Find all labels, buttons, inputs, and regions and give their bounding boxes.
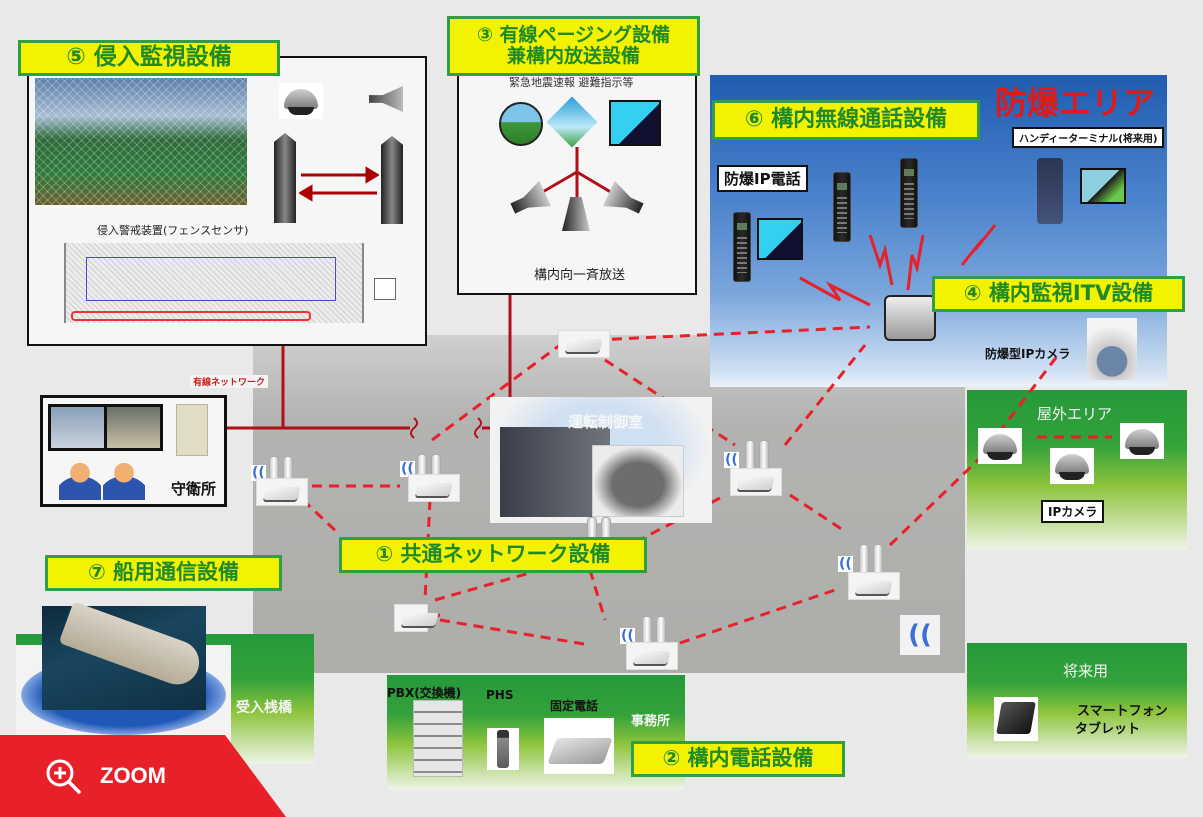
network-node-6 [394, 604, 428, 632]
radio-bolt [960, 224, 997, 266]
network-node-3 [558, 330, 610, 358]
section-label-paging: ③ 有線ページング設備 兼構内放送設備 [447, 16, 700, 76]
fixed-phone-label: 固定電話 [550, 699, 599, 713]
paging-panel: 緊急地震速報 避難指示等 構内向一斉放送 [457, 70, 697, 295]
wireless-signal-icon: (( [900, 615, 940, 655]
wired-network-label: 有線ネットワーク [190, 375, 269, 388]
phone-user-icon [757, 218, 803, 260]
wireless-wave-icon: (( [400, 461, 415, 477]
network-node-5 [848, 572, 900, 600]
outdoor-area-title: 屋外エリア [1037, 405, 1113, 423]
outdoor-camera-icon [1120, 423, 1164, 459]
pbx-label: PBX(交換機) [387, 686, 462, 700]
paging-top-caption: 緊急地震速報 避難指示等 [509, 76, 634, 89]
guard-house-panel: 守衛所 [40, 395, 227, 507]
guard-icon [59, 458, 101, 500]
link [431, 343, 561, 442]
outdoor-camera-icon [1050, 448, 1094, 484]
control-room-photo: 運転制御室 [490, 397, 712, 523]
link [439, 618, 591, 647]
explosion-ip-phone-icon [833, 172, 851, 242]
tanker-ship-photo [42, 601, 206, 710]
network-node-7 [626, 642, 678, 670]
beam-sensor-post-left [274, 133, 296, 223]
intrusion-camera-icon [279, 83, 323, 119]
wireless-wave-icon: (( [620, 628, 635, 644]
fence-sensor-diagram [64, 243, 364, 323]
explosion-ip-camera-icon [1087, 318, 1137, 380]
earthquake-icon [499, 102, 543, 146]
explosion-ip-phone-icon [733, 212, 751, 282]
radio-bolt [868, 234, 894, 286]
link [789, 493, 844, 532]
handy-terminal-icon [1037, 158, 1063, 224]
radio-bolt [799, 276, 871, 307]
tsunami-icon [546, 96, 598, 148]
section-label-common-network: ① 共通ネットワーク設備 [339, 537, 647, 573]
office-label: 事務所 [631, 714, 671, 729]
paging-bottom-caption: 構内向一斉放送 [534, 268, 626, 283]
explosion-area-title: 防爆エリア [995, 84, 1156, 122]
network-node-4 [730, 468, 782, 496]
network-node-1 [256, 478, 308, 506]
control-room-interior-photo [592, 445, 684, 517]
section-label-itv: ④ 構内監視ITV設備 [932, 276, 1185, 312]
break-mark-1 [410, 417, 418, 439]
section-label-wireless-call: ⑥ 構内無線通話設備 [712, 100, 980, 140]
link [594, 325, 871, 342]
network-node-2 [408, 474, 460, 502]
section-label-paging-line2: 兼構内放送設備 [506, 45, 640, 67]
outdoor-camera-icon [978, 428, 1022, 464]
beam-sensor-post-right [381, 136, 403, 224]
fence-sensor-caption: 侵入警戒装置(フェンスセンサ) [97, 224, 249, 237]
fixed-phone-icon [544, 718, 614, 774]
intrusion-panel: 侵入警戒装置(フェンスセンサ) [27, 56, 427, 346]
zoom-in-icon [46, 759, 81, 794]
beam-arrows [299, 166, 379, 202]
wireless-wave-icon: (( [251, 465, 266, 481]
evacuation-icon [609, 100, 661, 146]
phs-label: PHS [486, 688, 514, 702]
future-devices-line1: スマートフォン [1077, 704, 1168, 719]
link [888, 458, 980, 547]
pier-label: 受入桟橋 [236, 700, 292, 716]
handy-terminal-tag: ハンディーターミナル(将来用) [1012, 127, 1165, 148]
control-room-label: 運転制御室 [568, 413, 644, 431]
zoom-button-label: ZOOM [100, 763, 166, 788]
control-box-icon [374, 278, 396, 300]
phs-icon [487, 728, 519, 770]
break-mark-2 [474, 417, 482, 439]
radio-bolt [906, 234, 925, 291]
link [301, 498, 342, 537]
section-label-ship: ⑦ 船用通信設備 [45, 555, 282, 591]
explosion-ip-phone-tag: 防爆IP電話 [717, 165, 808, 192]
link [588, 569, 607, 621]
section-label-internal-phone: ② 構内電話設備 [631, 741, 845, 777]
fence-photo [35, 78, 247, 205]
link [783, 344, 867, 446]
tablet-icon [994, 697, 1038, 741]
pbx-icon [413, 700, 463, 777]
guard-icon [103, 458, 145, 500]
link [434, 568, 541, 602]
ip-camera-tag: IPカメラ [1041, 500, 1105, 523]
monitor-screens-icon [48, 404, 163, 451]
section-label-paging-line1: ③ 有線ページング設備 [476, 24, 671, 47]
explosion-ip-camera-caption: 防爆型IPカメラ [985, 347, 1071, 361]
wireless-wave-icon: (( [724, 452, 739, 468]
link [679, 588, 836, 645]
terminal-user-icon [1080, 168, 1126, 204]
future-devices-line2: タブレット [1075, 722, 1141, 737]
section-label-intrusion: ⑤ 侵入監視設備 [18, 40, 280, 76]
wireless-wave-icon: (( [838, 556, 853, 572]
explosion-ip-phone-icon [900, 158, 918, 228]
wireless-access-point-icon [884, 295, 936, 341]
future-area-title: 将来用 [1063, 662, 1109, 680]
control-panel-icon [176, 404, 208, 456]
guard-house-label: 守衛所 [171, 480, 217, 498]
siren-speaker-icon [369, 86, 403, 112]
